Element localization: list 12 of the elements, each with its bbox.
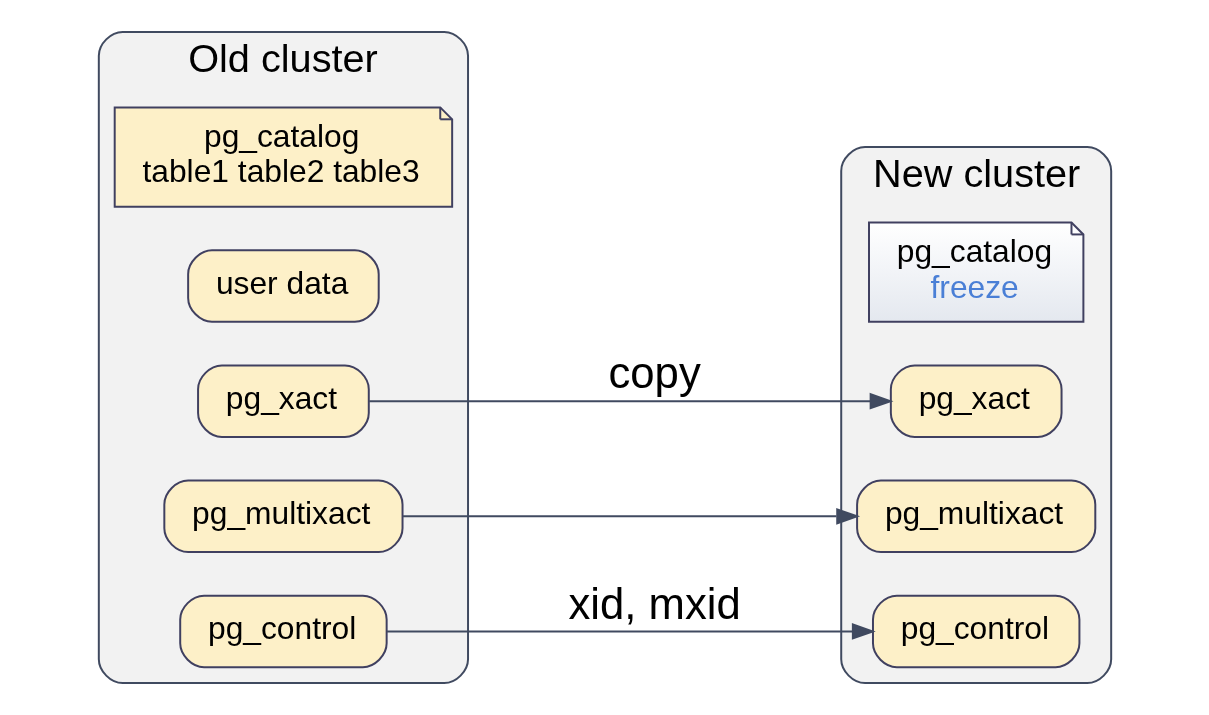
edge-label: copy (608, 348, 701, 398)
node-box: pg_control (871, 594, 1080, 669)
edge-label: xid, mxid (568, 578, 741, 628)
arrow (367, 392, 893, 410)
node-box: pg_xact (889, 364, 1063, 438)
arrow (401, 507, 860, 525)
node-box: pg_xact (196, 364, 370, 438)
arrow (385, 623, 876, 640)
node-box: pg_control (178, 594, 388, 669)
node-box: pg_multixact (162, 479, 404, 554)
node-box: pg_multixact (855, 479, 1096, 554)
node-box: user data (186, 249, 380, 323)
